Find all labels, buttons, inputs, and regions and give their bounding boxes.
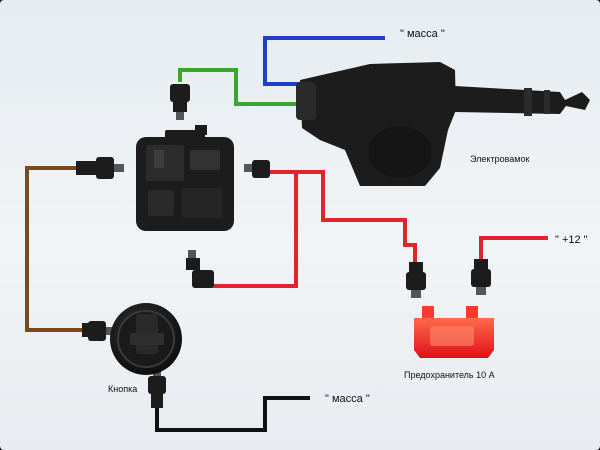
connector-red-relay	[244, 160, 270, 178]
connector-red-fuse-left	[406, 262, 426, 298]
connector-red-fuse-right	[471, 259, 491, 295]
relay-module-icon	[136, 125, 234, 231]
fuse-label: Предохранитель 10 А	[404, 370, 495, 380]
connector-brown	[76, 157, 124, 179]
red-wire-relay-to-fuse	[268, 170, 417, 265]
button-label: Кнопка	[108, 384, 138, 394]
blade-fuse-icon	[414, 306, 494, 358]
ground-label-bottom: " масса "	[325, 393, 370, 405]
red-wire-plus12	[479, 236, 548, 262]
connector-red-loop	[186, 250, 214, 288]
green-wire	[178, 68, 305, 106]
brown-wire	[25, 166, 85, 332]
black-wire	[155, 396, 310, 432]
push-button-icon	[110, 303, 182, 375]
ground-label-top: " масса "	[400, 28, 445, 40]
door-lock-actuator-icon	[296, 62, 590, 186]
power-label: " +12 "	[555, 234, 588, 246]
connector-button-brown	[82, 321, 114, 341]
red-wire-relay-loop	[210, 172, 298, 288]
actuator-label: Электровамок	[470, 154, 530, 164]
connector-green	[170, 84, 190, 120]
blue-wire	[263, 36, 385, 86]
